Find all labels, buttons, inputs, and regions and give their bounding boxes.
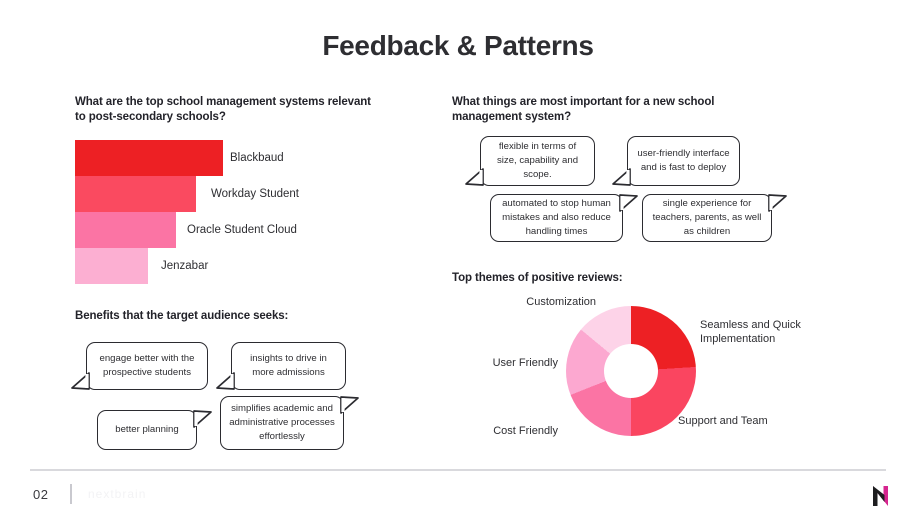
bubble-tail-icon xyxy=(71,372,90,390)
donut-label-cost-friendly: Cost Friendly xyxy=(493,425,558,437)
bar-chart-question: What are the top school management syste… xyxy=(75,96,371,123)
benefit-bubble-2-text: insights to drive in more admissions xyxy=(250,353,327,378)
brand-n-logo-icon xyxy=(873,486,888,506)
benefit-bubble-4-text: simplifies academic and administrative p… xyxy=(229,403,335,442)
benefit-bubble-4: simplifies academic and administrative p… xyxy=(220,396,359,450)
donut-chart xyxy=(566,306,696,436)
bar-label-jenzabar: Jenzabar xyxy=(161,260,209,272)
requirement-bubble-3-text: automated to stop human mistakes and als… xyxy=(502,198,611,237)
bar-row: Oracle Student Cloud xyxy=(75,212,395,248)
requirement-bubble-1: flexible in terms of size, capability an… xyxy=(465,136,595,186)
bar-jenzabar xyxy=(75,248,148,284)
donut-label-seamless: Seamless and Quick Implementation xyxy=(700,319,801,345)
donut-label-user-friendly: User Friendly xyxy=(492,357,558,369)
donut-label-customization: Customization xyxy=(526,296,596,308)
page-number: 02 xyxy=(33,487,49,502)
bar-row: Jenzabar xyxy=(75,248,395,284)
bar-workday-student xyxy=(75,176,197,212)
requirement-bubble-4: single experience for teachers, parents,… xyxy=(642,194,787,242)
benefit-bubble-2: insights to drive in more admissions xyxy=(216,342,346,390)
bar-label-blackbaud: Blackbaud xyxy=(230,152,284,164)
benefit-bubble-3-text: better planning xyxy=(115,424,179,435)
bubble-tail-icon xyxy=(612,168,631,186)
requirement-bubble-2-text: user-friendly interface and is fast to d… xyxy=(637,148,730,173)
footer-watermark: nextbrain xyxy=(88,487,147,501)
requirement-bubble-2: user-friendly interface and is fast to d… xyxy=(612,136,740,186)
footer-divider xyxy=(30,469,886,471)
requirements-question: What things are most important for a new… xyxy=(452,96,715,123)
benefits-heading: Benefits that the target audience seeks: xyxy=(75,310,289,322)
requirement-bubble-4-text: single experience for teachers, parents,… xyxy=(652,198,762,237)
bar-oracle-student-cloud xyxy=(75,212,176,248)
footer-vertical-rule xyxy=(70,484,72,504)
bar-label-oracle-student-cloud: Oracle Student Cloud xyxy=(187,224,297,236)
bar-blackbaud xyxy=(75,140,223,176)
requirement-bubble-3: automated to stop human mistakes and als… xyxy=(490,194,638,242)
bubble-tail-icon xyxy=(216,372,235,390)
bubble-tail-icon xyxy=(619,194,638,212)
bar-label-workday-student: Workday Student xyxy=(211,188,300,200)
bar-row: Blackbaud xyxy=(75,140,395,176)
bubble-tail-icon xyxy=(193,410,212,428)
donut-label-support: Support and Team xyxy=(678,415,768,427)
bubble-tail-icon xyxy=(768,194,787,212)
donut-hole xyxy=(604,344,658,398)
donut-heading: Top themes of positive reviews: xyxy=(452,272,623,284)
benefit-bubble-1-text: engage better with the prospective stude… xyxy=(99,353,195,378)
benefit-bubble-1: engage better with the prospective stude… xyxy=(71,342,208,390)
bar-chart: Blackbaud Workday Student Oracle Student… xyxy=(75,140,395,290)
bubble-tail-icon xyxy=(465,168,484,186)
page-title: Feedback & Patterns xyxy=(322,30,594,61)
bar-row: Workday Student xyxy=(75,176,395,212)
requirement-bubble-1-text: flexible in terms of size, capability an… xyxy=(496,141,579,180)
benefit-bubble-3: better planning xyxy=(97,410,212,450)
donut-ring xyxy=(566,306,696,436)
bubble-tail-icon xyxy=(340,396,359,414)
